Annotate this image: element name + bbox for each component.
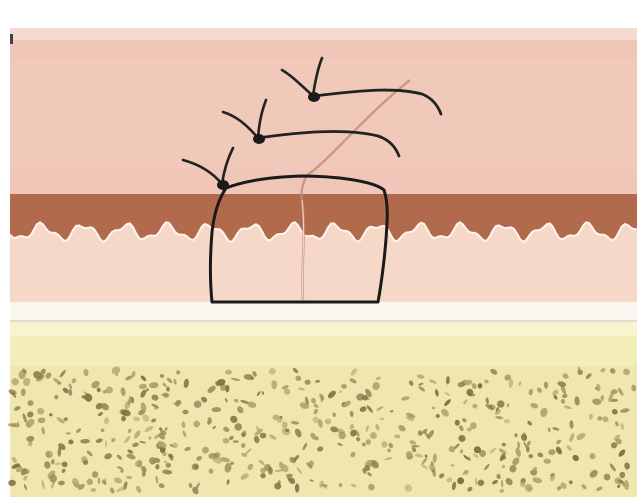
fat-speckle bbox=[121, 416, 126, 421]
fat-speckle bbox=[260, 433, 267, 439]
fat-speckle bbox=[526, 446, 530, 453]
edge-artifact bbox=[10, 34, 13, 44]
fat-speckle bbox=[411, 445, 420, 447]
suture-lower-knot bbox=[217, 180, 229, 190]
subcutaneous-layer bbox=[10, 322, 637, 368]
epidermis-layer bbox=[10, 28, 637, 198]
suture-middle-knot bbox=[253, 134, 265, 144]
fascia-line bbox=[10, 302, 637, 321]
suture-upper-knot bbox=[308, 92, 320, 102]
fat-speckle bbox=[339, 432, 346, 439]
fat-speckle bbox=[498, 475, 500, 479]
fat-layer bbox=[8, 365, 637, 497]
